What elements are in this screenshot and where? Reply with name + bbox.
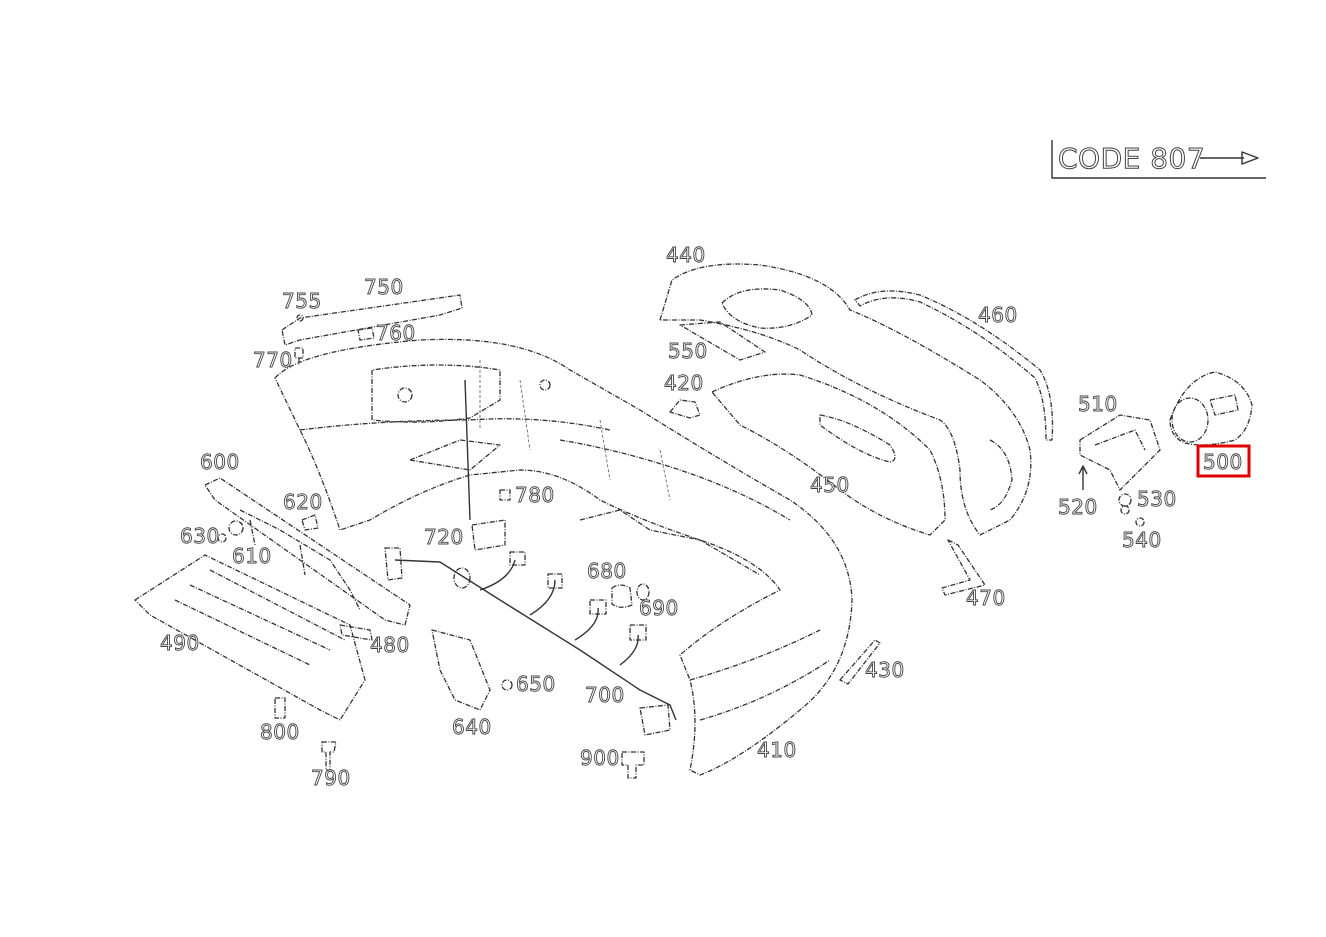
label-550: 550 [668,339,708,363]
label-630: 630 [180,524,220,548]
label-450: 450 [810,473,850,497]
arrow-520 [1078,465,1088,490]
label-700: 700 [585,683,625,707]
bracket-620[interactable] [301,514,319,531]
fastener-530[interactable] [1118,493,1132,515]
label-480: 480 [370,633,410,657]
connector-720[interactable] [464,379,506,551]
nut-760[interactable] [357,327,375,341]
screw-790[interactable] [321,741,337,771]
trim-strip-550[interactable] [679,321,766,361]
mounting-rail-750[interactable] [281,294,463,346]
bolt-780[interactable] [499,489,511,501]
label-690: 690 [639,596,679,620]
label-410: 410 [757,738,797,762]
connector-900[interactable] [621,751,645,779]
code-807-header: CODE 807 [1051,140,1266,179]
clip-755[interactable] [296,314,304,322]
highlight-box-500 [1196,444,1251,478]
label-640: 640 [452,715,492,739]
label-750: 750 [364,275,404,299]
exhaust-tip-500[interactable] [1169,371,1253,446]
label-755: 755 [282,289,322,313]
label-790: 790 [311,766,351,790]
label-610: 610 [232,544,272,568]
part-labels: 410 420 430 440 450 460 470 480 490 500 … [160,243,1243,791]
label-470: 470 [966,586,1006,610]
label-800: 800 [260,720,300,744]
label-460: 460 [978,303,1018,327]
lower-diffuser-450[interactable] [711,373,946,536]
label-900: 900 [580,746,620,770]
bracket-420[interactable] [669,399,701,419]
label-650: 650 [516,672,556,696]
clip-540[interactable] [1135,517,1145,527]
bracket-510[interactable] [1079,414,1161,491]
label-440: 440 [666,243,706,267]
label-770: 770 [253,348,293,372]
label-620: 620 [283,490,323,514]
ring-690[interactable] [636,583,650,601]
label-500: 500 [1203,450,1243,474]
code-label: CODE 807 [1058,142,1205,175]
diffuser-panel-440[interactable] [659,263,1032,536]
wiring-harness-700[interactable] [384,547,677,736]
label-720: 720 [424,525,464,549]
label-520: 520 [1058,495,1098,519]
underbody-panel-490[interactable] [134,554,366,721]
clip-650[interactable] [501,679,513,691]
bracket-480[interactable] [339,624,373,641]
label-780: 780 [515,483,555,507]
sensor-680[interactable] [611,584,633,608]
trim-470[interactable] [941,539,986,596]
trim-strip-460[interactable] [854,290,1054,441]
label-760: 760 [376,321,416,345]
screw-630[interactable] [217,533,227,543]
bracket-610[interactable] [228,520,244,536]
label-530: 530 [1137,487,1177,511]
label-540: 540 [1122,528,1162,552]
label-680: 680 [587,559,627,583]
bracket-640[interactable] [431,629,491,711]
trim-430[interactable] [839,639,881,685]
bumper-cover-410[interactable] [274,338,853,776]
label-490: 490 [160,631,200,655]
screw-770[interactable] [294,347,304,365]
label-430: 430 [865,658,905,682]
screw-800[interactable] [274,697,286,719]
label-510: 510 [1078,392,1118,416]
label-600: 600 [200,450,240,474]
impact-bar-600[interactable] [204,477,411,626]
label-420: 420 [664,371,704,395]
